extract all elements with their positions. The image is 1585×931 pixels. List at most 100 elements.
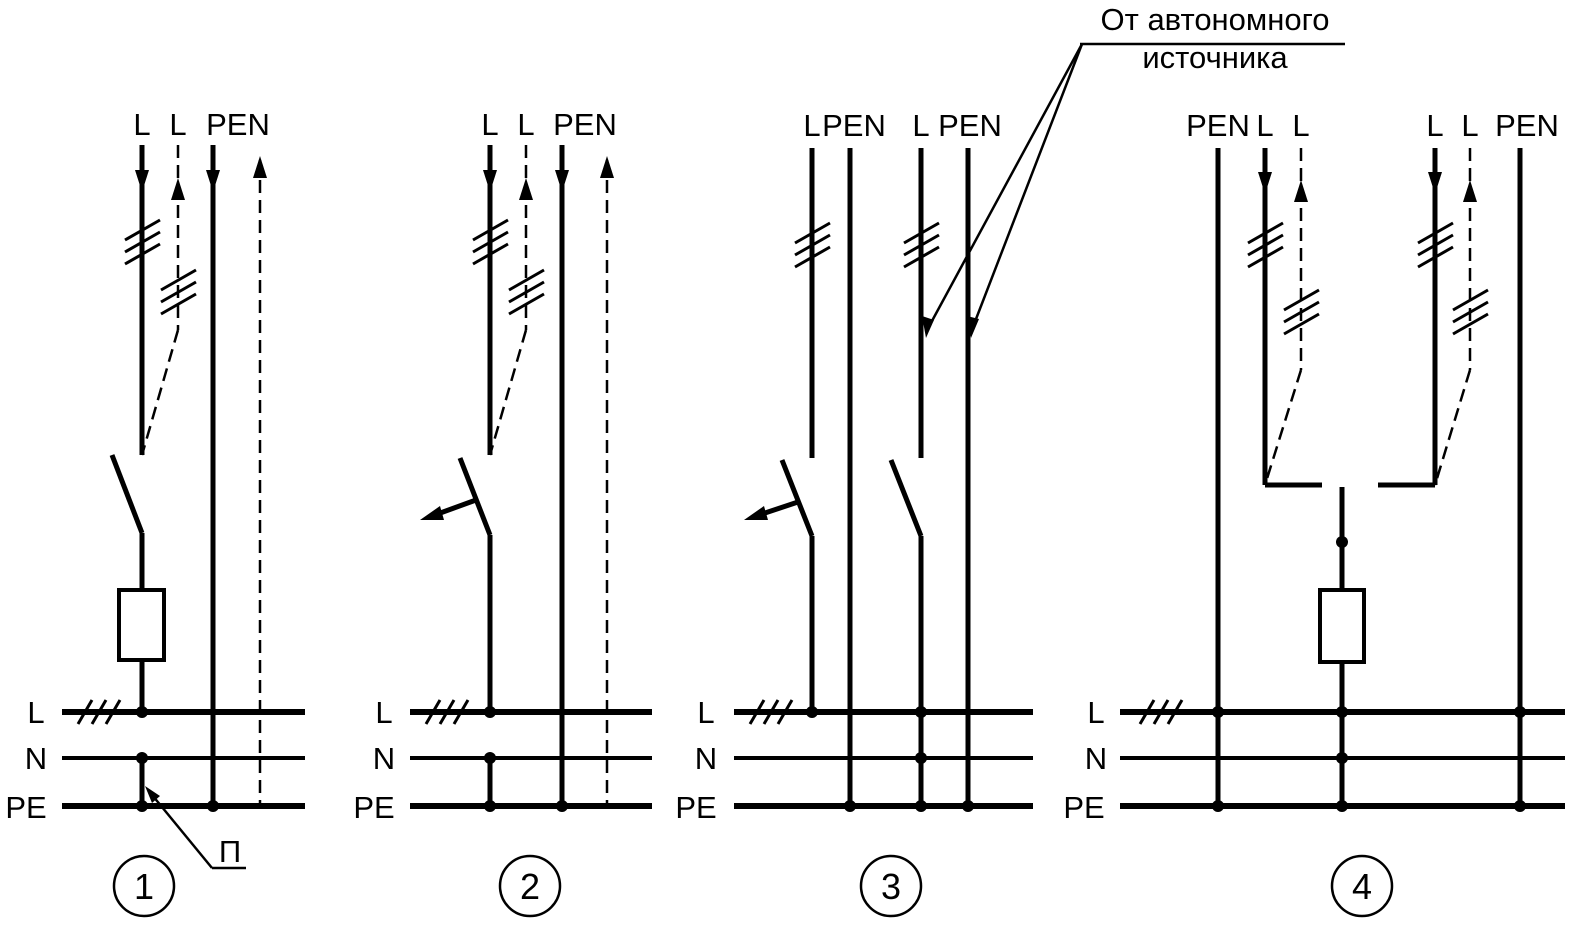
d2-label-pen: PEN [553,107,617,142]
annotation-line1: От автономного [1101,2,1330,37]
diagram-1: L L PEN [5,107,305,918]
d4-node-pen2-l [1514,706,1526,718]
d4-label-l4: L [1461,108,1478,143]
d3-node-l2 [915,706,927,718]
d3-label-pen1: PEN [822,108,886,143]
d3-node-n [915,752,927,764]
d4-node-pen1-pe [1212,800,1224,812]
d2-number-circle [498,854,562,918]
d2-bus-label-pe: PE [353,790,394,825]
d4-label-pen2: PEN [1495,108,1559,143]
d1-fuse [117,588,166,662]
d1-l-arrow-down [135,170,149,192]
d2-label-l1: L [481,107,498,142]
d2-node-l [484,706,496,718]
d1-bus-label-pe: PE [5,790,46,825]
d2-bus-label-l: L [375,695,392,730]
diagram-4: PEN L L L L PEN [1063,108,1565,918]
d3-bus-label-n: N [695,741,717,776]
d4-l2-arrow-up [1294,180,1308,202]
d2-breaker-arrow [420,506,444,520]
annotation-source: От автономного источника [922,2,1345,338]
d4-bus-label-pe: PE [1063,790,1104,825]
d4-fuse [1318,588,1366,664]
d3-bus-ticks [748,699,794,725]
d4-cable-ticks-l1 [1247,221,1284,269]
d1-bus-label-l: L [27,695,44,730]
d4-l1-arrow-down [1258,172,1272,194]
d4-node-pe [1336,800,1348,812]
d3-node-pen1 [844,800,856,812]
d4-number-circle [1330,854,1394,918]
d2-number: 2 [520,866,540,907]
d1-cable-ticks-return [160,268,197,316]
d1-p-label: П [219,834,241,869]
d3-label-l2: L [912,108,929,143]
d1-cable-ticks-l [124,218,161,266]
d3-number: 3 [881,866,901,907]
diagram-2: L L PEN [353,107,652,918]
d4-cable-ticks-l2 [1283,288,1320,336]
d3-node-l1 [806,706,818,718]
d3-bus-label-pe: PE [675,790,716,825]
d2-l-return-diagonal [488,329,528,456]
d4-changeover-node [1336,536,1348,548]
d2-breaker-blade [457,457,493,536]
d4-node-n [1336,752,1348,764]
d1-label-l2: L [169,107,186,142]
d4-cable-ticks-l3 [1417,221,1454,269]
d4-node-pen1-l [1212,706,1224,718]
d3-cable-ticks-l2 [903,221,940,269]
d4-node-pen2-pe [1514,800,1526,812]
d4-l3-arrow-down [1428,172,1442,194]
annotation-arrow-1 [922,316,934,338]
d3-node-pe [915,800,927,812]
d3-label-l1: L [803,108,820,143]
d3-breaker-arrow [744,506,768,520]
d2-pen-return-arrow-up [600,156,614,178]
d2-node-pe [484,800,496,812]
d3-breaker-blade [779,459,815,537]
d2-bus-label-n: N [373,741,395,776]
d1-node-pe [136,800,148,812]
d1-pen-arrow-down [206,170,220,192]
d4-number: 4 [1352,866,1372,907]
d4-l4-arrow-up [1463,180,1477,202]
d1-p-leader [147,789,213,869]
d1-switch-blade [109,454,145,534]
d1-node-l [136,706,148,718]
d2-bus-ticks [424,699,470,725]
d4-label-l1: L [1256,108,1273,143]
d3-label-pen2: PEN [938,108,1002,143]
d1-p-arrow [145,786,160,803]
d2-pen-arrow-down [555,170,569,192]
d4-bus-label-n: N [1085,741,1107,776]
d4-l4-return-diagonal [1433,369,1472,486]
d1-bus-ticks [76,699,122,725]
d3-node-pen2 [962,800,974,812]
d1-label-l1: L [133,107,150,142]
d1-number-circle [112,854,176,918]
d1-node-n [136,752,148,764]
annotation-line2: источника [1142,40,1288,75]
d4-node-l [1336,706,1348,718]
d4-label-pen1: PEN [1186,108,1250,143]
d1-pen-return-arrow-up [253,156,267,178]
d3-bus-label-l: L [697,695,714,730]
annotation-leader-2 [969,43,1084,333]
d2-label-l2: L [517,107,534,142]
d4-bus-label-l: L [1087,695,1104,730]
d3-cable-ticks-l1 [794,221,831,269]
d2-node-n [484,752,496,764]
d2-cable-ticks-return [508,268,545,316]
d2-l-return-arrow-up [519,178,533,200]
d1-l-return-arrow-up [171,178,185,200]
d1-label-pen: PEN [206,107,270,142]
d4-cable-ticks-l4 [1452,288,1489,336]
d2-cable-ticks-l [472,218,509,266]
d1-node-pen [207,800,219,812]
d1-bus-label-n: N [25,741,47,776]
d4-bus-ticks [1138,699,1184,725]
d1-l-return-diagonal [140,329,180,456]
